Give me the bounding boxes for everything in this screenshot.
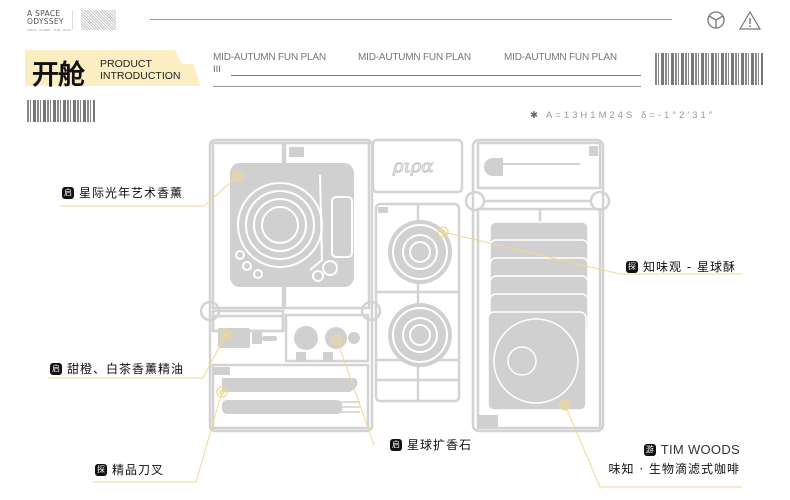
pattern-code [81, 10, 116, 30]
star-icon: ✱ [530, 110, 546, 121]
product-name: 精品刀叉 [112, 463, 165, 477]
product-label-cutlery[interactable]: 探 精品刀叉 [95, 461, 164, 478]
badge: 探 [626, 260, 638, 273]
oil-bottle [218, 328, 250, 348]
plan-text: MID-AUTUMN FUN PLAN [213, 52, 326, 63]
knife [222, 378, 358, 392]
product-name: 知味观 - 星球酥 [643, 260, 736, 274]
banner-title-en: PRODUCT INTRODUCTION [100, 58, 181, 82]
cube-icon[interactable] [705, 10, 727, 30]
banner-en-line2: INTRODUCTION [100, 70, 181, 82]
product-subtitle: 味知 · 生物滴滤式咖啡 [608, 462, 740, 476]
plan-text: MID-AUTUMN FUN PLAN [358, 52, 471, 63]
speaker-top [388, 220, 452, 284]
plan-text: MID-AUTUMN FUN PLAN [504, 52, 617, 63]
badge: 启 [50, 362, 62, 375]
product-label-aroma[interactable]: 启 星际光年艺术香薰 [62, 184, 183, 201]
rule-line [231, 75, 641, 76]
brand-line-2: ODYSSEY [27, 17, 64, 26]
star-coordinates: ✱A=13H1M24S δ=-1°2′31″ [530, 110, 715, 121]
product-name: 星际光年艺术香薰 [79, 186, 184, 200]
barcode [27, 100, 95, 122]
pipa-logo: ριρα [392, 156, 433, 177]
banner-en-line1: PRODUCT [100, 58, 152, 70]
parts [214, 146, 598, 428]
divider [72, 10, 73, 30]
brand-logo: A SPACE ODYSSEY [27, 10, 64, 26]
barcode [655, 53, 763, 85]
badge: 探 [95, 463, 107, 476]
product-name: TIM WOODS [660, 442, 740, 457]
badge: 游 [643, 443, 656, 456]
callout-lines [48, 175, 742, 488]
banner-title-cn: 开舱 [32, 60, 85, 91]
product-label-mooncake[interactable]: 探 知味观 - 星球酥 [626, 258, 736, 275]
callout-markers [216, 170, 571, 411]
brand-line-1: A SPACE [27, 9, 61, 18]
roman-numeral: III [213, 65, 221, 75]
header-line [150, 19, 672, 20]
badge: 启 [62, 186, 74, 199]
rule-line [213, 86, 641, 87]
brand-subtitle: SPACE · PLANET · FUN · PLAN [27, 28, 71, 32]
coordinates-text: A=13H1M24S δ=-1°2′31″ [545, 110, 716, 121]
product-name: 甜橙、白茶香薰精油 [67, 362, 185, 376]
product-label-coffee[interactable]: 游 TIM WOODS 味知 · 生物滴滤式咖啡 [609, 442, 740, 477]
handle-part [484, 158, 503, 176]
banner-bg [25, 50, 201, 86]
sprue-frame [199, 138, 611, 433]
product-label-essential-oil[interactable]: 启 甜橙、白茶香薰精油 [50, 360, 184, 377]
fork [222, 400, 342, 414]
product-label-diffuser-stone[interactable]: 启 星球扩香石 [390, 436, 472, 453]
product-name: 星球扩香石 [407, 438, 473, 452]
warning-icon[interactable] [739, 10, 761, 30]
coaster-stack [487, 221, 589, 411]
speaker-bottom [388, 303, 452, 367]
badge: 启 [390, 438, 402, 451]
